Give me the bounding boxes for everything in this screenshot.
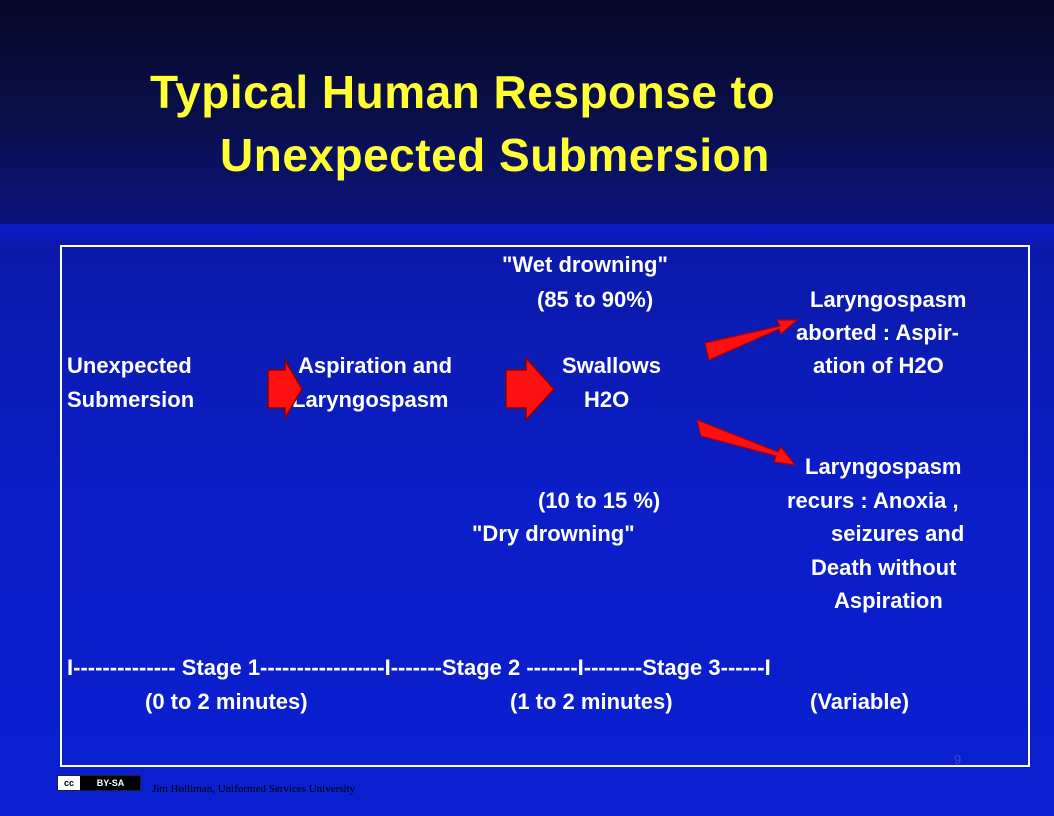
page-number: 9: [954, 752, 962, 767]
dry-drowning-percent: (10 to 15 %): [538, 488, 661, 513]
recurs-line-3: seizures and: [831, 521, 965, 546]
stage-timeline: I-------------- Stage 1-----------------…: [67, 655, 771, 680]
author-credit: Jim Holliman, Uniformed Services Univers…: [152, 783, 356, 795]
aspiration-line-2: Laryngospasm: [292, 387, 449, 412]
unexpected-line-2: Submersion: [67, 387, 195, 412]
wet-drowning-percent: (85 to 90%): [537, 287, 654, 312]
wet-drowning-label: "Wet drowning": [502, 252, 668, 277]
header-band: [0, 0, 1054, 226]
unexpected-line-1: Unexpected: [67, 353, 192, 378]
cc-icon: cc: [58, 776, 81, 790]
stage-2-duration: (1 to 2 minutes): [510, 689, 673, 714]
stage-3-duration: (Variable): [810, 689, 910, 714]
swallows-line-2: H2O: [584, 387, 630, 412]
aborted-line-1: Laryngospasm: [810, 287, 967, 312]
aspiration-line-1: Aspiration and: [298, 353, 453, 378]
slide-title-line-2: Unexpected Submersion: [220, 129, 770, 181]
recurs-line-2: recurs : Anoxia ,: [787, 488, 959, 513]
recurs-line-4: Death without: [811, 555, 957, 580]
aborted-line-3: ation of H2O: [813, 353, 944, 378]
recurs-line-1: Laryngospasm: [805, 454, 962, 479]
header-rule: [0, 224, 1054, 242]
license-label: BY-SA: [81, 776, 140, 790]
license-badge: cc BY-SA: [57, 775, 141, 791]
swallows-line-1: Swallows: [562, 353, 662, 378]
dry-drowning-label: "Dry drowning": [472, 521, 635, 546]
stage-1-duration: (0 to 2 minutes): [145, 689, 308, 714]
slide-title-line-1: Typical Human Response to: [150, 66, 776, 118]
recurs-line-5: Aspiration: [834, 588, 943, 613]
diagram-panel: [60, 245, 1030, 767]
aborted-line-2: aborted : Aspir-: [796, 320, 959, 345]
